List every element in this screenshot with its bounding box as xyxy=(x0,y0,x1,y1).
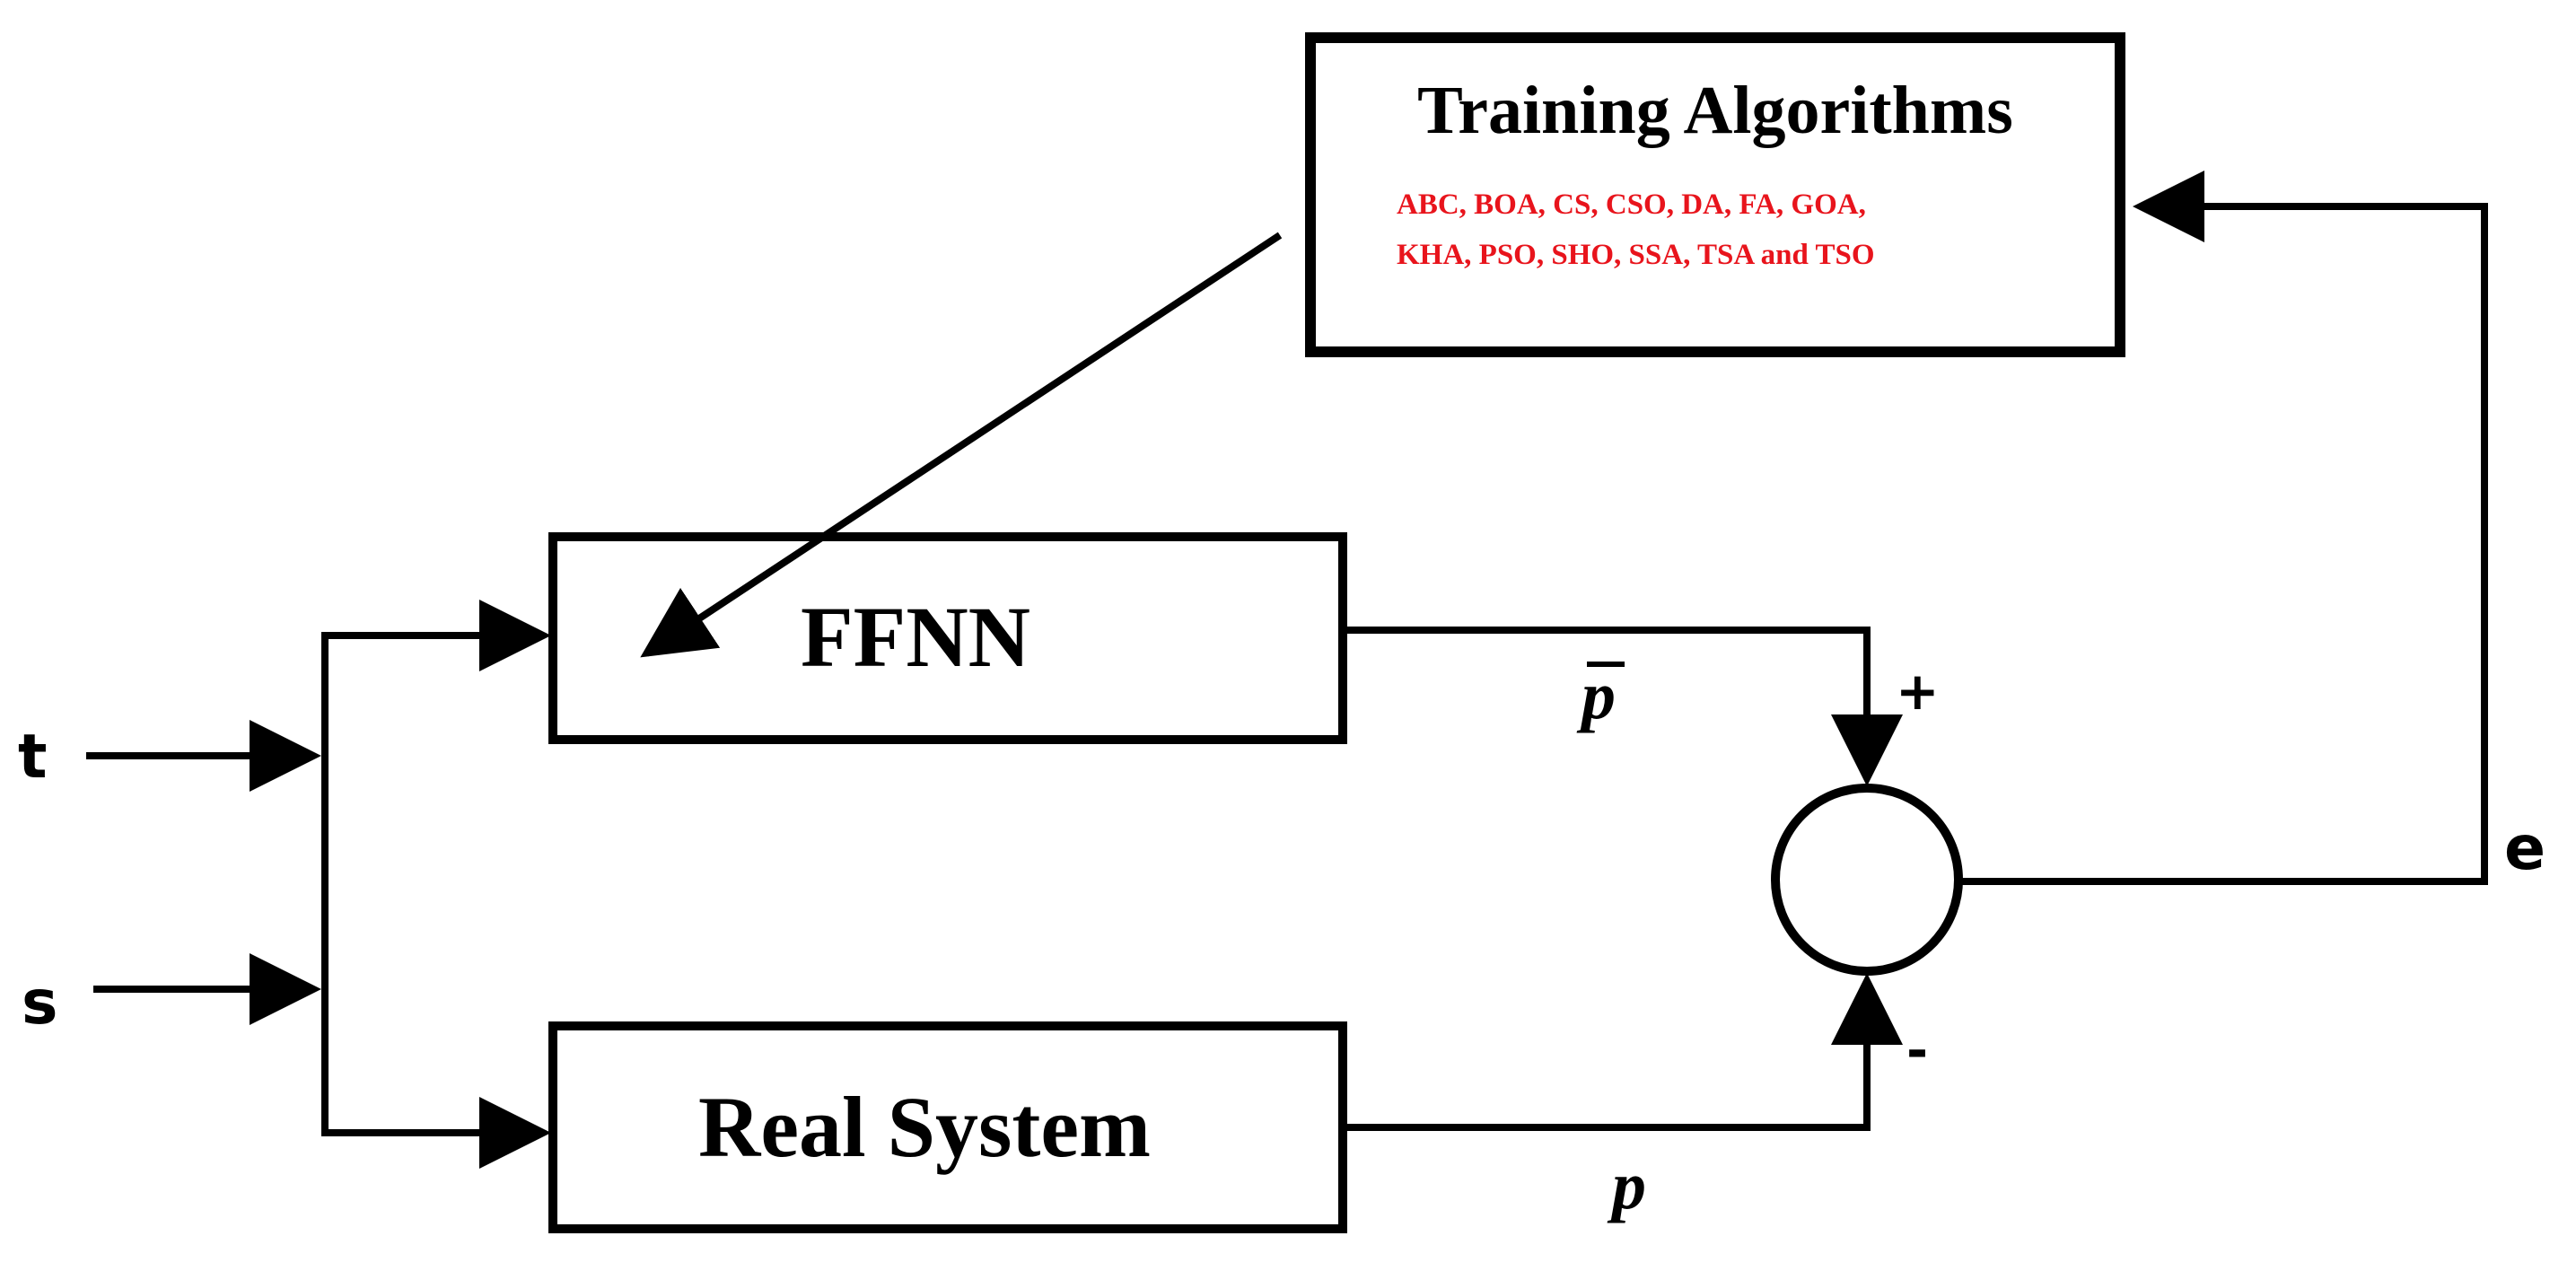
minus-sign: - xyxy=(1906,1020,1928,1081)
real-system-box: Real System xyxy=(548,1021,1347,1233)
error-feedback-arrow xyxy=(1958,171,2488,885)
p-bar-label: p xyxy=(1576,658,1625,733)
ffnn-output-arrow xyxy=(1346,627,1903,786)
input-t-label: t xyxy=(18,722,48,793)
plus-sign: + xyxy=(1896,661,1940,722)
training-algorithms-box: Training Algorithms ABC, BOA, CS, CSO, D… xyxy=(1305,32,2125,357)
real-system-label: Real System xyxy=(698,1079,1151,1175)
training-to-ffnn-arrow xyxy=(640,232,1283,658)
training-algorithms-frame xyxy=(1305,32,2125,357)
training-algorithms-list-line-1: ABC, BOA, CS, CSO, DA, FA, GOA, xyxy=(1397,188,1866,221)
real-system-output-arrow xyxy=(1346,973,1903,1131)
summing-junction xyxy=(1771,784,1963,976)
input-s-label: s xyxy=(22,968,57,1039)
real-system-frame xyxy=(548,1021,1347,1233)
training-algorithms-list-line-2: KHA, PSO, SHO, SSA, TSA and TSO xyxy=(1397,239,1875,271)
training-algorithms-title: Training Algorithms xyxy=(1417,73,2013,148)
ffnn-label: FFNN xyxy=(801,589,1030,685)
error-label: e xyxy=(2504,813,2545,884)
p-label: p xyxy=(1607,1148,1646,1223)
p-bar-letter: p xyxy=(1576,658,1616,733)
